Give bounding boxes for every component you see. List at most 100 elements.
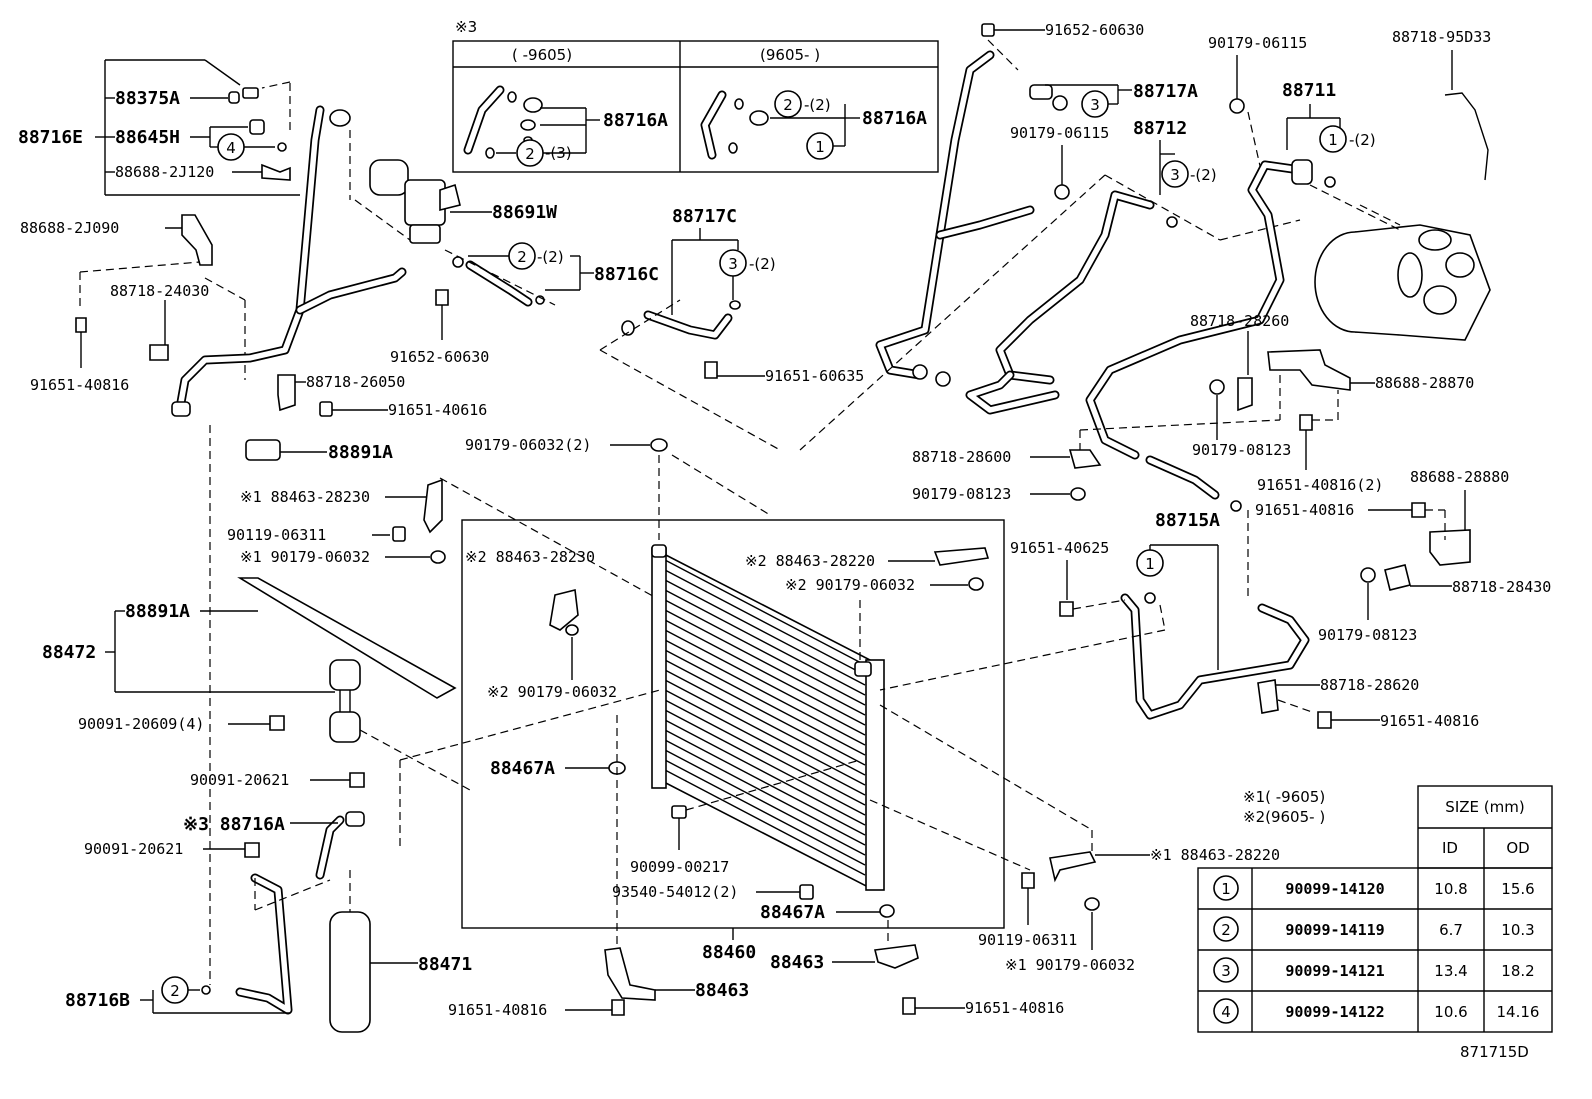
label-91651-40816-2: 91651-40816(2) bbox=[1257, 476, 1383, 494]
label-90179-06115-a: 90179-06115 bbox=[1010, 124, 1109, 142]
legend-col-od: OD bbox=[1506, 839, 1529, 857]
inset-note: ※3 bbox=[455, 18, 477, 36]
legend-row-od: 14.16 bbox=[1497, 1003, 1540, 1021]
label-91651-40816-d: 91651-40816 bbox=[1255, 501, 1354, 519]
label-88718-28600: 88718-28600 bbox=[912, 448, 1011, 466]
label-91651-40816-b: 91651-40816 bbox=[448, 1001, 547, 1019]
inset-right-circle-2: 2 bbox=[783, 96, 793, 114]
label-91652-60630-a: 91652-60630 bbox=[390, 348, 489, 366]
circle-part-1 bbox=[1136, 549, 1164, 577]
circle-88715A: 1 bbox=[1145, 555, 1155, 573]
legend-note-2: ※2(9605- ) bbox=[1243, 808, 1325, 826]
inset-left-header: ( -9605) bbox=[512, 46, 572, 64]
inset-left-circle: 2 bbox=[525, 145, 535, 163]
label-90179-06032-1b: ※1 90179-06032 bbox=[1005, 956, 1135, 974]
circle-part-2 bbox=[774, 90, 802, 118]
label-88715A: 88715A bbox=[1155, 510, 1220, 531]
qty-88716C: -(2) bbox=[537, 248, 564, 266]
label-90179-06032-1: ※1 90179-06032 bbox=[240, 548, 370, 566]
circle-88645H: 4 bbox=[226, 139, 236, 157]
o-ring-size-table: ※1( -9605) ※2(9605- ) SIZE (mm) ID OD 1 … bbox=[1197, 785, 1553, 1061]
legend-size-header: SIZE (mm) bbox=[1445, 798, 1524, 816]
condenser-fins bbox=[664, 559, 866, 876]
legend-row-od: 10.3 bbox=[1501, 921, 1534, 939]
label-91651-40816-c: 91651-40816 bbox=[965, 999, 1064, 1017]
circle-88712: 3 bbox=[1170, 166, 1180, 184]
label-90091-20609: 90091-20609(4) bbox=[78, 715, 204, 733]
label-88471: 88471 bbox=[418, 954, 472, 975]
left-top-group: 88716E 88375A 88645H 4 88688-2J120 88688… bbox=[18, 59, 864, 463]
label-88463-a: 88463 bbox=[695, 980, 749, 1001]
label-88718-24030: 88718-24030 bbox=[110, 282, 209, 300]
label-91651-40625: 91651-40625 bbox=[1010, 539, 1109, 557]
legend-note-1: ※1( -9605) bbox=[1243, 788, 1325, 806]
label-90179-06115-b: 90179-06115 bbox=[1208, 34, 1307, 52]
diagram-id: 871715D bbox=[1460, 1043, 1529, 1061]
label-88891A-b: 88891A bbox=[125, 601, 190, 622]
inset-box-88716A: ※3 ( -9605) (9605- ) 2 -(3) 88716A 2 bbox=[452, 18, 939, 173]
qty-88712: -(2) bbox=[1190, 166, 1217, 184]
label-88716B: 88716B bbox=[65, 990, 130, 1011]
label-88463-28230-2: ※2 88463-28230 bbox=[465, 548, 595, 566]
label-88463-28230-1: ※1 88463-28230 bbox=[240, 488, 370, 506]
inset-right-circle-1: 1 bbox=[815, 138, 825, 156]
label-88375A: 88375A bbox=[115, 88, 180, 109]
circle-88716C: 2 bbox=[517, 248, 527, 266]
circle-88711: 1 bbox=[1328, 131, 1338, 149]
label-88467A-a: 88467A bbox=[490, 758, 555, 779]
legend-row-part: 90099-14119 bbox=[1285, 921, 1384, 939]
legend-row-part: 90099-14122 bbox=[1285, 1003, 1384, 1021]
condenser-88460: 90179-06032(2) ※1 88463-28230 90119-0631… bbox=[227, 436, 1064, 1019]
label-90119-06311-a: 90119-06311 bbox=[227, 526, 326, 544]
label-90179-08123-c: 90179-08123 bbox=[1318, 626, 1417, 644]
legend-row-part: 90099-14121 bbox=[1285, 962, 1384, 980]
label-88460: 88460 bbox=[702, 942, 756, 963]
legend-row-od: 18.2 bbox=[1501, 962, 1534, 980]
label-88688-2J120: 88688-2J120 bbox=[115, 163, 214, 181]
label-88716A-3: ※3 88716A bbox=[183, 814, 285, 835]
compressor bbox=[1314, 224, 1491, 341]
legend-row-od: 15.6 bbox=[1501, 880, 1534, 898]
circle-part-3 bbox=[1161, 160, 1189, 188]
label-88717C: 88717C bbox=[672, 206, 737, 227]
label-90099-00217: 90099-00217 bbox=[630, 858, 729, 876]
label-88716A-right: 88716A bbox=[862, 108, 927, 129]
label-88463-b: 88463 bbox=[770, 952, 824, 973]
legend-row: 2 90099-14119 6.7 10.3 bbox=[1213, 916, 1535, 942]
label-88716E: 88716E bbox=[18, 127, 83, 148]
circle-part-2 bbox=[508, 242, 536, 270]
legend-row: 4 90099-14122 10.6 14.16 bbox=[1213, 998, 1540, 1024]
legend-row-id: 10.8 bbox=[1434, 880, 1467, 898]
legend-row-part: 90099-14120 bbox=[1285, 880, 1384, 898]
label-88718-95D33: 88718-95D33 bbox=[1392, 28, 1491, 46]
label-88467A-b: 88467A bbox=[760, 902, 825, 923]
label-90179-06032-2b: ※2 90179-06032 bbox=[785, 576, 915, 594]
label-88718-28430: 88718-28430 bbox=[1452, 578, 1551, 596]
legend-row-id: 13.4 bbox=[1434, 962, 1467, 980]
label-88716A-left: 88716A bbox=[603, 110, 668, 131]
legend-row-circle: 1 bbox=[1221, 880, 1231, 898]
qty-88717C: -(2) bbox=[749, 255, 776, 273]
inset-right-qty: -(2) bbox=[804, 96, 831, 114]
label-91651-40616: 91651-40616 bbox=[388, 401, 487, 419]
right-upper-group: 91652-60630 3 88717A 88712 3 -(2) 90 bbox=[799, 21, 1551, 974]
legend-row-circle: 4 bbox=[1221, 1003, 1231, 1021]
label-91652-60630-b: 91652-60630 bbox=[1045, 21, 1144, 39]
label-90179-06032-2: 90179-06032(2) bbox=[465, 436, 591, 454]
label-90119-06311-b: 90119-06311 bbox=[978, 931, 1077, 949]
label-88691W: 88691W bbox=[492, 202, 557, 223]
label-88718-26050: 88718-26050 bbox=[306, 373, 405, 391]
circle-88717C: 3 bbox=[728, 255, 738, 273]
label-88463-28220-2: ※2 88463-28220 bbox=[745, 552, 875, 570]
label-88712: 88712 bbox=[1133, 118, 1187, 139]
circle-88716B: 2 bbox=[170, 982, 180, 1000]
label-88717A: 88717A bbox=[1133, 81, 1198, 102]
legend-row: 1 90099-14120 10.8 15.6 bbox=[1213, 875, 1535, 901]
legend-row-circle: 2 bbox=[1221, 921, 1231, 939]
label-90091-20621-b: 90091-20621 bbox=[84, 840, 183, 858]
label-88472: 88472 bbox=[42, 642, 96, 663]
label-90179-08123-a: 90179-08123 bbox=[1192, 441, 1291, 459]
label-90179-06032-2c: ※2 90179-06032 bbox=[487, 683, 617, 701]
label-88716C: 88716C bbox=[594, 264, 659, 285]
